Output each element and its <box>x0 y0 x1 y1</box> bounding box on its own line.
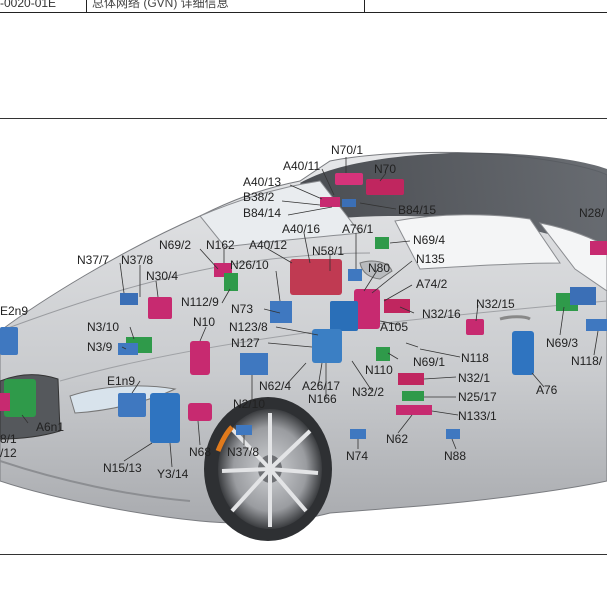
label-N127: N127 <box>231 336 260 350</box>
label-N166: N166 <box>308 392 337 406</box>
label-N15-13: N15/13 <box>103 461 142 475</box>
label-N70: N70 <box>374 162 396 176</box>
label-A74-2: A74/2 <box>416 277 448 291</box>
label-12: /12 <box>0 446 17 460</box>
label-A40-13: A40/13 <box>243 175 281 189</box>
label-B84-14: B84/14 <box>243 206 281 220</box>
label-N69-1: N69/1 <box>413 355 445 369</box>
label-N70-1: N70/1 <box>331 143 363 157</box>
label-N62-4: N62/4 <box>259 379 291 393</box>
diagram-labels: N70/1 A40/11 N70 A40/13 B38/2 B84/14 B84… <box>0 143 605 481</box>
label-A76: A76 <box>536 383 558 397</box>
label-A40-16: A40/16 <box>282 222 320 236</box>
label-A105: A105 <box>380 320 408 334</box>
label-N3-9: N3/9 <box>87 340 113 354</box>
label-N74: N74 <box>346 449 368 463</box>
label-N30-4: N30/4 <box>146 269 178 283</box>
label-N32-16: N32/16 <box>422 307 461 321</box>
label-A40-11: A40/11 <box>283 159 320 173</box>
label-N69-3: N69/3 <box>546 336 578 350</box>
label-8-1: 8/1 <box>0 432 17 446</box>
label-N58-1: N58/1 <box>312 244 344 258</box>
label-N26-10: N26/10 <box>230 258 269 272</box>
label-N69-4: N69/4 <box>413 233 445 247</box>
vehicle-network-figure: N70/1 A40/11 N70 A40/13 B38/2 B84/14 B84… <box>0 118 607 555</box>
label-N32-15: N32/15 <box>476 297 515 311</box>
label-A6n1: A6n1 <box>36 420 64 434</box>
label-N37-7: N37/7 <box>77 253 109 267</box>
label-N62: N62 <box>386 432 408 446</box>
label-Y3-14: Y3/14 <box>157 467 189 481</box>
label-N37-8-top: N37/8 <box>121 253 153 267</box>
header-table: -0020-01E 总体网络 (GVN) 详细信息 <box>0 0 607 13</box>
label-N112-9: N112/9 <box>181 295 219 309</box>
label-E1n9: E1n9 <box>107 374 135 388</box>
empty-cell <box>365 0 607 12</box>
label-N69-2: N69/2 <box>159 238 191 252</box>
label-N135: N135 <box>416 252 445 266</box>
components <box>0 173 607 443</box>
label-N162: N162 <box>206 238 235 252</box>
label-N118: N118 <box>461 351 489 365</box>
label-E2n9: E2n9 <box>0 304 28 318</box>
label-N88: N88 <box>444 449 466 463</box>
label-N28: N28/ <box>579 206 605 220</box>
label-N123-8: N123/8 <box>229 320 268 334</box>
label-N118-1: N118/ <box>571 354 603 368</box>
label-N32-2: N32/2 <box>352 385 384 399</box>
doc-title-cell: 总体网络 (GVN) 详细信息 <box>92 0 365 12</box>
label-N80: N80 <box>368 261 390 275</box>
label-N32-1: N32/1 <box>458 371 490 385</box>
label-A26-17: A26/17 <box>302 379 340 393</box>
label-N133-1: N133/1 <box>458 409 497 423</box>
label-N110: N110 <box>365 363 393 377</box>
label-N73: N73 <box>231 302 253 316</box>
label-N3-10: N3/10 <box>87 320 119 334</box>
label-N68: N68 <box>189 445 211 459</box>
vehicle-diagram <box>0 151 607 541</box>
label-B84-15: B84/15 <box>398 203 436 217</box>
label-N2-10: N2/10 <box>233 397 265 411</box>
leader-lines <box>21 157 599 468</box>
label-N25-17: N25/17 <box>458 390 497 404</box>
label-A40-12: A40/12 <box>249 238 287 252</box>
label-N37-8-bottom: N37/8 <box>227 445 259 459</box>
label-B38-2: B38/2 <box>243 190 275 204</box>
label-A76-1: A76/1 <box>342 222 374 236</box>
doc-code-cell: -0020-01E <box>0 0 87 12</box>
label-N10: N10 <box>193 315 215 329</box>
